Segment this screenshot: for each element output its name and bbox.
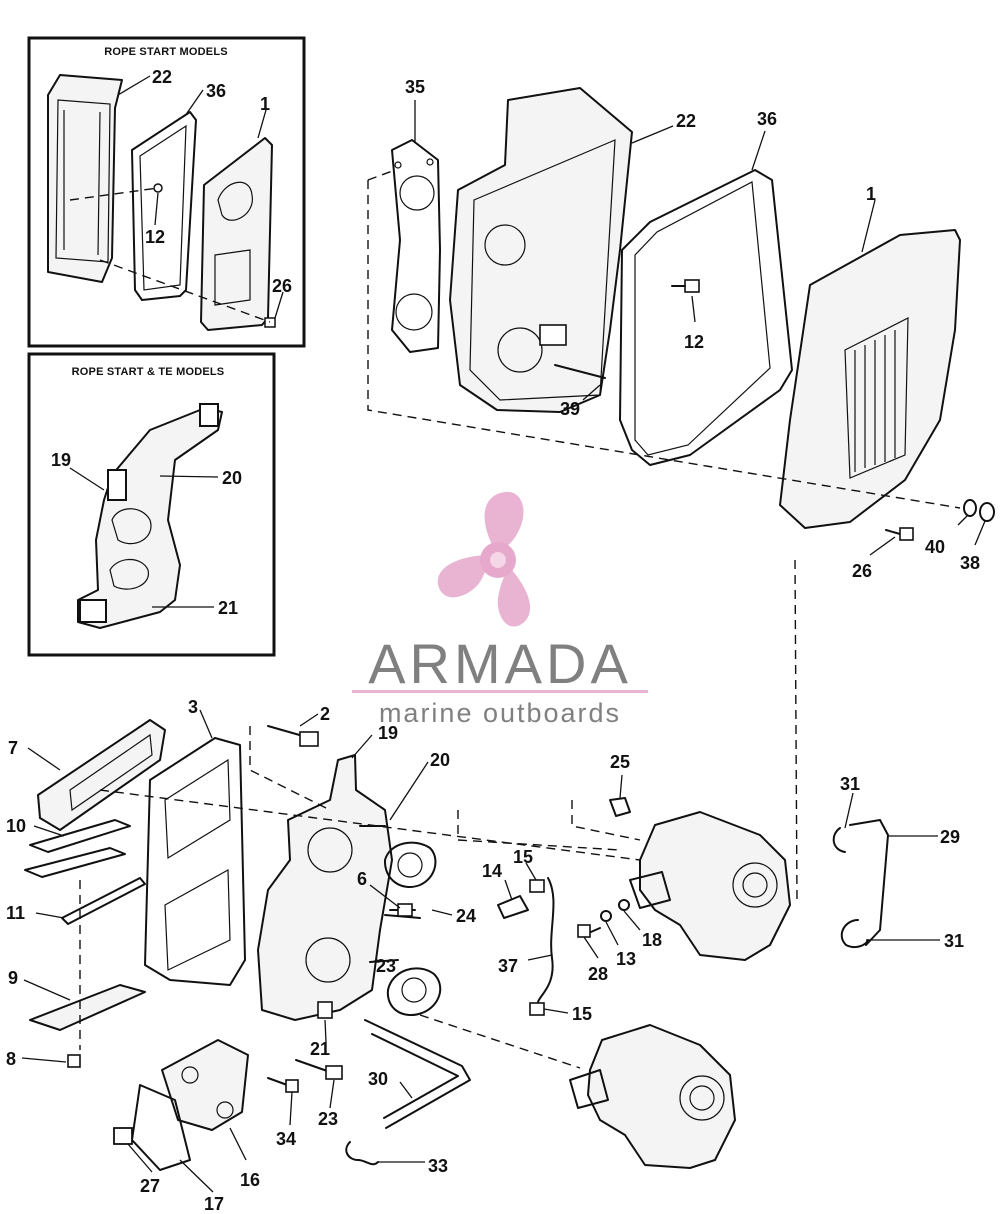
label-36: 36 [206,81,226,101]
label-35: 35 [405,77,425,97]
brand-underline [352,690,648,693]
label-26: 26 [852,561,872,581]
label-14: 14 [482,861,502,881]
inset-rope-start-te-models: ROPE START & TE MODELS 19 20 21 [27,352,276,657]
label-9: 9 [8,968,18,988]
label-29: 29 [940,827,960,847]
label-15-lower: 15 [572,1004,592,1024]
label-19: 19 [51,450,71,470]
lower-intake-assembly: 2 3 7 10 11 9 8 19 20 6 24 23 21 23 34 1… [6,697,964,1214]
label-40: 40 [925,537,945,557]
label-20: 20 [430,750,450,770]
label-6: 6 [357,869,367,889]
label-17: 17 [204,1194,224,1214]
label-31: 31 [840,774,860,794]
label-3: 3 [188,697,198,717]
upper-cover-assembly: 35 22 36 1 12 39 26 40 38 [367,77,995,901]
label-20: 20 [222,468,242,488]
label-12: 12 [684,332,704,352]
label-19: 19 [378,723,398,743]
label-39: 39 [560,399,580,419]
brand-name: ARMADA [368,632,632,695]
label-21: 21 [310,1039,330,1059]
label-21: 21 [218,598,238,618]
label-10: 10 [6,816,26,836]
inset-title-rope-start: ROPE START MODELS [104,46,228,58]
inset-rope-start-models: ROPE START MODELS 22 36 1 12 26 [27,36,306,348]
armada-logo: ARMADA marine outboards [352,491,648,728]
label-24: 24 [456,906,476,926]
label-25: 25 [610,752,630,772]
label-37: 37 [498,956,518,976]
label-2: 2 [320,704,330,724]
label-1: 1 [866,184,876,204]
label-34: 34 [276,1129,296,1149]
label-11: 11 [6,903,25,923]
label-36: 36 [757,109,777,129]
label-1: 1 [260,94,270,114]
label-22: 22 [676,111,696,131]
propeller-icon [437,491,531,627]
label-27: 27 [140,1176,160,1196]
brand-tagline: marine outboards [379,698,621,728]
label-7: 7 [8,738,18,758]
label-23: 23 [376,956,396,976]
label-18: 18 [642,930,662,950]
label-13: 13 [616,949,636,969]
label-15: 15 [513,847,533,867]
label-30: 30 [368,1069,388,1089]
label-38: 38 [960,553,980,573]
label-26: 26 [272,276,292,296]
label-28: 28 [588,964,608,984]
label-22: 22 [152,67,172,87]
label-16: 16 [240,1170,260,1190]
label-23-lower: 23 [318,1109,338,1129]
label-12: 12 [145,227,165,247]
label-31-lower: 31 [944,931,964,951]
label-33: 33 [428,1156,448,1176]
label-8: 8 [6,1049,16,1069]
inset-title-rope-start-te: ROPE START & TE MODELS [72,366,225,378]
